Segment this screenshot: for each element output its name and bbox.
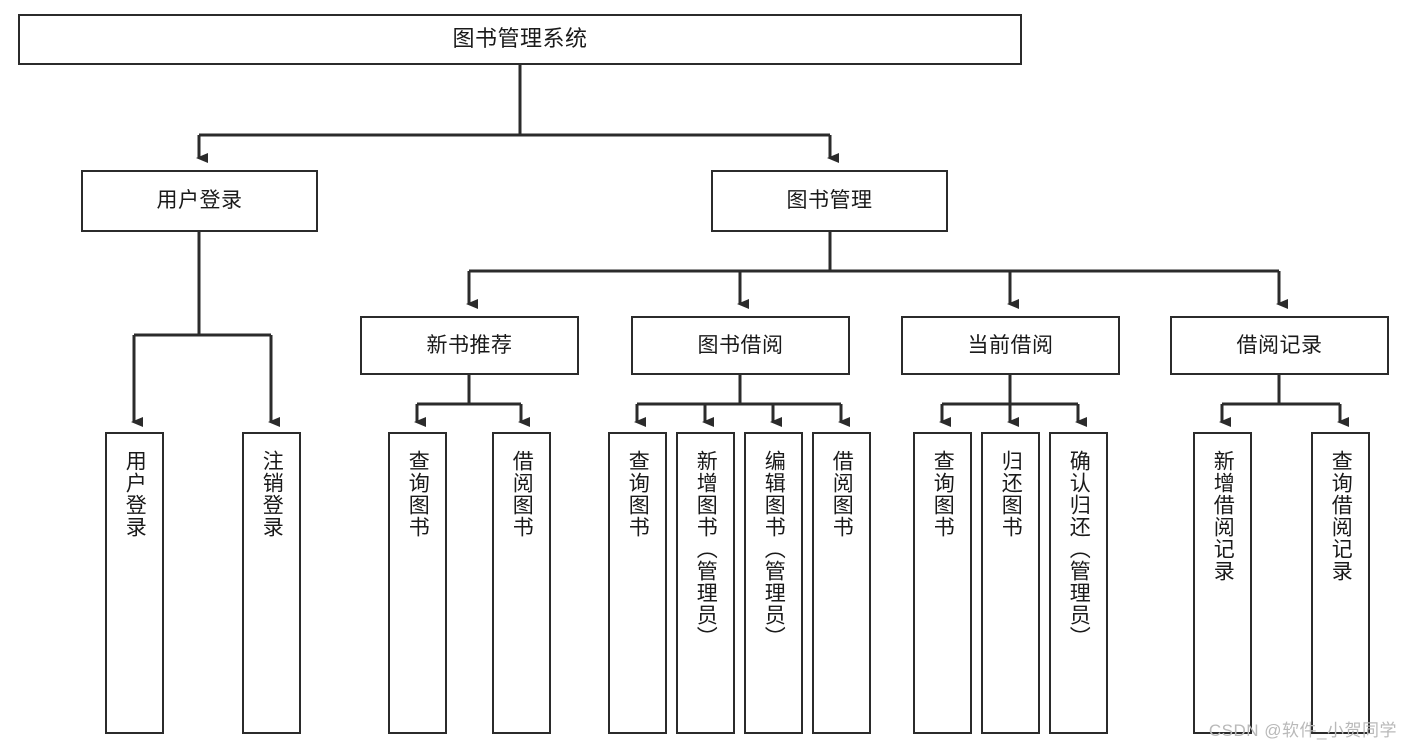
node-book-management[interactable]: 图书管理 [711, 170, 948, 232]
leaf-user-login[interactable]: 用户登录 [105, 432, 164, 734]
node-user-login[interactable]: 用户登录 [81, 170, 318, 232]
leaf-query-book-recommend[interactable]: 查询图书 [388, 432, 447, 734]
node-label: 查询借阅记录 [1329, 450, 1353, 582]
node-label: 新增借阅记录 [1211, 450, 1235, 582]
node-label: 查询图书 [626, 450, 650, 538]
node-label: 借阅图书 [830, 450, 854, 538]
node-label: 归还图书 [999, 450, 1023, 538]
node-label: 新增图书（管理员） [694, 450, 718, 648]
node-label: 新书推荐 [426, 333, 513, 357]
node-label: 用户登录 [123, 450, 147, 538]
leaf-return-book[interactable]: 归还图书 [981, 432, 1040, 734]
leaf-query-book-borrow[interactable]: 查询图书 [608, 432, 667, 734]
node-label: 编辑图书（管理员） [762, 450, 786, 648]
node-root-book-management-system[interactable]: 图书管理系统 [18, 14, 1022, 65]
leaf-query-book-current[interactable]: 查询图书 [913, 432, 972, 734]
node-label: 确认归还（管理员） [1067, 450, 1091, 648]
node-label: 图书管理 [786, 189, 873, 213]
node-label: 当前借阅 [967, 333, 1054, 357]
node-label: 图书借阅 [697, 333, 784, 357]
csdn-watermark: CSDN @软件_小贺同学 [1208, 721, 1397, 740]
leaf-confirm-return-admin[interactable]: 确认归还（管理员） [1049, 432, 1108, 734]
node-label: 查询图书 [931, 450, 955, 538]
leaf-borrow-book-recommend[interactable]: 借阅图书 [492, 432, 551, 734]
node-new-book-recommend[interactable]: 新书推荐 [360, 316, 579, 375]
leaf-edit-book-admin[interactable]: 编辑图书（管理员） [744, 432, 803, 734]
node-current-borrow[interactable]: 当前借阅 [901, 316, 1120, 375]
node-label: 借阅记录 [1236, 333, 1323, 357]
node-borrow-record[interactable]: 借阅记录 [1170, 316, 1389, 375]
node-label: 注销登录 [260, 450, 284, 538]
node-book-borrow[interactable]: 图书借阅 [631, 316, 850, 375]
leaf-add-book-admin[interactable]: 新增图书（管理员） [676, 432, 735, 734]
node-label: 用户登录 [156, 189, 243, 213]
leaf-query-borrow-record[interactable]: 查询借阅记录 [1311, 432, 1370, 734]
node-label: 借阅图书 [510, 450, 534, 538]
node-label: 图书管理系统 [452, 26, 588, 52]
leaf-borrow-book[interactable]: 借阅图书 [812, 432, 871, 734]
node-label: 查询图书 [406, 450, 430, 538]
leaf-logout[interactable]: 注销登录 [242, 432, 301, 734]
leaf-add-borrow-record[interactable]: 新增借阅记录 [1193, 432, 1252, 734]
